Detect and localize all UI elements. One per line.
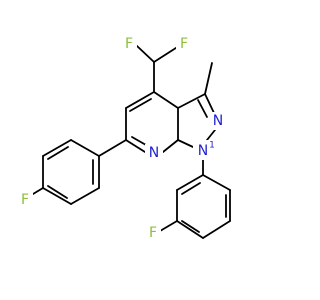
nitrogen-label-pyridine: N: [149, 145, 159, 161]
bond-ph2-inner-3: [181, 182, 201, 195]
molecule-svg: F F N N N 1 F F: [17, 35, 231, 242]
atom-label-layer: F F N N N 1 F F: [17, 35, 227, 242]
label-bg-f-ortho: [145, 224, 161, 242]
bond-ph1-inner-3: [47, 146, 69, 160]
bond-c4-c5: [125, 91, 155, 109]
bond-c3a-c4: [153, 91, 179, 109]
bond-n1-c7a: [177, 139, 194, 148]
nitrogen-label-pyrazole-upper: N: [213, 113, 223, 129]
bond-ph2-f-bond: [159, 220, 178, 232]
bond-ph2-f: [176, 174, 204, 191]
nitrogen-locant-one: 1: [209, 141, 215, 151]
fluorine-label-ortho: F: [149, 225, 157, 241]
bond-ph1-f: [70, 139, 100, 157]
label-bg-n-pyrazole-lower: [193, 140, 217, 160]
bond-ph1-c: [42, 187, 72, 205]
fluorine-label-para: F: [21, 192, 29, 208]
molecule-diagram: F F N N N 1 F F: [17, 35, 231, 242]
label-bg-f-left: [121, 35, 137, 53]
bond-c6-n7: [125, 139, 146, 153]
bond-ph2-c: [202, 220, 231, 239]
bond-c6-phenyl: [98, 139, 127, 157]
label-bg-f-para: [17, 191, 33, 209]
bond-ph1-b: [70, 187, 100, 205]
bond-ph1-e: [42, 139, 72, 157]
fluorine-label-right: F: [180, 36, 188, 52]
bond-c3-n2: [204, 93, 215, 114]
label-bg-n-pyridine: [145, 144, 163, 162]
bond-ph2-inner-2: [181, 220, 200, 233]
label-bg-f-right: [176, 35, 192, 53]
bond-cf-left: [136, 45, 155, 63]
bond-ph1-inner-2: [47, 185, 68, 199]
bond-ph2-d: [176, 220, 204, 239]
bond-ph2-a: [202, 174, 231, 191]
bond-c3-n2-inner: [197, 99, 208, 118]
bond-c3a-c3: [177, 93, 206, 109]
fluorine-label-left: F: [125, 36, 133, 52]
bond-c4-c5-inner: [129, 98, 152, 112]
bond-layer: [27, 45, 231, 239]
bond-cf-right: [153, 45, 180, 63]
bond-n7-c7a: [162, 139, 179, 153]
label-bg-n-pyrazole-upper: [209, 112, 227, 130]
nitrogen-label-pyrazole-lower: N: [198, 143, 208, 159]
bond-c3-methyl: [204, 62, 213, 95]
bond-c6-n7-inner: [131, 136, 147, 146]
